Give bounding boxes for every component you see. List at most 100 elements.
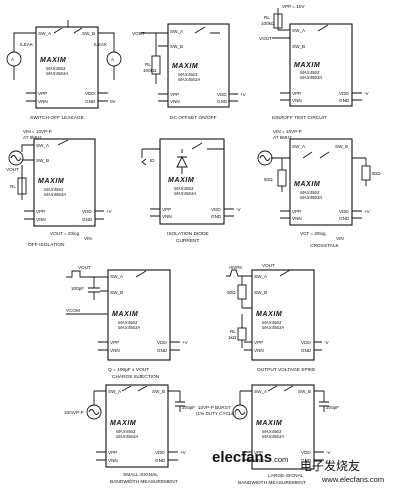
circuit-caption-line2: BANDWIDTH MEASUREMENT [238,480,306,486]
part-number-alt: MAX4563A [178,77,200,82]
circuit-caption-line2: CHARGE INJECTION [112,374,160,380]
pin-sw-b: SW_B [298,389,311,394]
vout-label: VOUT [262,263,275,268]
pin-vpp: VPP [170,92,179,97]
pin-sw-b: SW_B [292,44,305,49]
rl-value: 100kΩ [261,21,275,26]
part-number: MAX4563 [300,190,320,195]
wire [21,139,104,220]
ammeter-label: A [11,57,15,62]
brand-logo: MAXIM [256,420,282,427]
part-number-alt: MAX4563A [262,434,284,439]
part-number: MAX4563 [46,66,66,71]
pin-gnd: GND [339,216,350,221]
ic-chip [167,23,230,108]
brand-logo: MAXIM [256,311,282,318]
supply-label: +V [180,450,187,455]
pin-vpp: VPP [162,207,171,212]
brand-logo: MAXIM [40,57,66,64]
freq-label: AT 5MHz [23,135,42,140]
watermark-tld: .com [272,455,288,464]
pin-gnd: GND [339,98,350,103]
ic-chip [33,138,96,227]
pin-gnd: GND [301,458,312,463]
watermark-cn: 电子发烧友 [300,458,360,473]
circuit-charge-injection: SW_A SW_B MAXIM MAX4563 MAX4563A VPP VNN… [66,265,189,380]
pin-sw-b: SW_B [170,44,183,49]
supply-label: -V [326,450,332,455]
load-resistor [273,13,283,29]
circuit-crosstalk: SW_A SW_B MAXIM MAX4563 MAX4563A VPP VNN… [257,129,381,249]
supply-label: -V [236,207,242,212]
rl-label: RL [10,184,16,189]
circuit-caption: OUTPUT VOLTAGE SPIKE [257,367,315,373]
pin-sw-a: SW_A [38,31,52,36]
circuit-caption-line2: BANDWIDTH MEASUREMENT [110,479,178,485]
sine-glyph [10,155,22,161]
vout-label: VOUT [6,167,19,172]
circuit-caption: CROSSTALK [310,243,339,249]
current-arrow-icon [141,158,147,166]
source-label: 10VP-P BURST [198,405,231,410]
pin-sw-b: SW_B [335,144,348,149]
circuit-caption-line2: CURRENT [176,238,200,244]
pin-vpp: VPP [38,91,47,96]
circuit-caption: SMALL-SIGNAL [123,472,158,478]
watermark: elecfans .com 电子发烧友 www.elecfans.com [212,449,384,484]
pin-sw-a: SW_A [170,29,184,34]
part-number: MAX4563 [300,70,320,75]
pin-sw-a: SW_A [108,389,122,394]
pin-sw-b: SW_B [254,290,267,295]
circuit-off-isolation: SW_A SW_B MAXIM MAX4563 MAX4563A VPP VNN… [6,129,113,248]
pin-gnd: GND [217,99,228,104]
pin-vdd: VDD [339,209,349,214]
watermark-url: www.elecfans.com [321,475,384,484]
ic-chip [251,384,315,470]
pin-vnn: VNN [110,348,120,353]
vout-label: VOUT [259,36,272,41]
part-number-alt: MAX4563A [116,434,138,439]
circuit-caption: DC OFFSET ON/OFF [170,115,217,121]
source-label-line2: (1% DUTY CYCLE) [196,411,236,416]
wire [239,385,325,461]
pin-sw-b: SW_B [152,389,165,394]
pin-sw-b: SW_B [110,290,123,295]
source-resistor [237,284,247,300]
vcom-label: VCOM [66,308,80,313]
vout-label: VOUT [78,265,91,270]
vout-label: VOUT [132,31,145,36]
capacitor-icon [319,401,329,407]
source-label: VIN = 10VP-P [273,129,302,134]
signal-source-icon [86,404,102,420]
supply-label: +V [182,340,189,345]
pin-vdd: VDD [155,450,165,455]
capacitor-icon [88,287,100,293]
brand-logo: MAXIM [112,311,138,318]
ic-chip [289,138,353,226]
pin-gnd: GND [155,458,166,463]
signal-source-icon [8,150,24,166]
sine-glyph [259,155,271,161]
part-number-alt: MAX4563A [300,195,322,200]
part-number: MAX4563 [178,72,198,77]
pin-sw-b: SW_B [82,31,95,36]
signal-source-icon [257,150,273,166]
load-resistor [17,177,27,195]
pin-vdd: VDD [339,91,349,96]
switch-contact [53,27,83,34]
part-number-alt: MAX4563A [118,325,140,330]
pin-gnd: GND [82,217,93,222]
pin-vdd: VDD [211,207,221,212]
circuit-caption: OFF-ISOLATION [28,242,65,248]
ic-chip [251,269,315,361]
pin-vpp: VPP [110,340,119,345]
ic-chip [35,26,99,109]
pulse-label: VPP = 10V [282,4,305,9]
brand-logo: MAXIM [110,420,136,427]
wire [272,8,362,101]
rl-value: 1kΩ [228,335,237,340]
ileak-label: ILEAK [94,42,108,47]
pin-vnn: VNN [254,348,264,353]
ic-chip [159,138,225,225]
pin-gnd: GND [301,348,312,353]
